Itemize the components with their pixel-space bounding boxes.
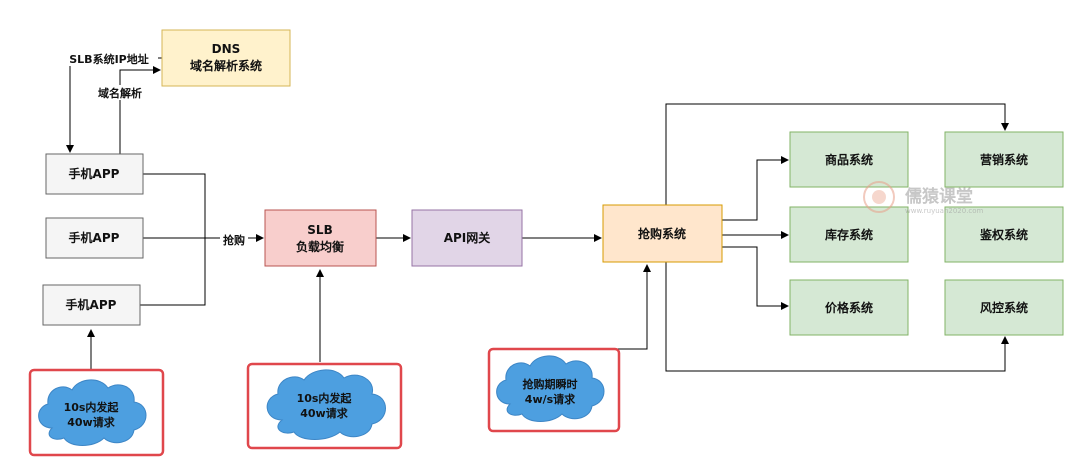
node-dns: DNS 域名解析系统 (161, 29, 291, 87)
node-auth: 鉴权系统 (944, 206, 1064, 263)
watermark-url: www.ruyuan2020.com (905, 207, 984, 215)
label-flash-buy: 抢购 (223, 233, 245, 247)
highlight-frame-2 (246, 362, 403, 450)
slb-subtitle: 负载均衡 (296, 239, 344, 254)
label-slb-ip: SLB系统IP地址 (69, 52, 148, 66)
watermark-logo-icon (863, 181, 895, 213)
label-domain-resolve: 域名解析 (98, 86, 142, 100)
marketing-label: 营销系统 (980, 152, 1028, 167)
cloud-group-2: 10s内发起 40w请求 (246, 362, 403, 450)
edges (66, 57, 1009, 372)
watermark-name: 儒猿课堂 (905, 186, 973, 207)
node-stock: 库存系统 (789, 206, 909, 263)
cloud-1-line2: 40w请求 (67, 415, 115, 429)
edge-flash-to-price (722, 246, 789, 310)
highlight-frame-3 (487, 347, 621, 433)
phone-2-label: 手机APP (69, 230, 120, 245)
node-goods: 商品系统 (789, 131, 909, 188)
auth-label: 鉴权系统 (979, 227, 1028, 242)
dns-subtitle: 域名解析系统 (190, 58, 262, 73)
node-api-gateway: API网关 (411, 209, 523, 267)
cloud-2-line1: 10s内发起 (297, 391, 353, 405)
cloud-shape-2 (266, 369, 386, 440)
cloud-group-3: 抢购期瞬时 4w/s请求 (487, 347, 621, 433)
price-label: 价格系统 (825, 300, 873, 315)
cloud-3-line2: 4w/s请求 (525, 392, 576, 406)
cloud-shape-1 (38, 379, 147, 446)
edge-phone1-to-slb (143, 173, 206, 238)
node-slb: SLB 负载均衡 (264, 209, 377, 267)
node-marketing: 营销系统 (944, 131, 1064, 188)
cloud-group-1: 10s内发起 40w请求 (28, 368, 165, 457)
flash-sale-label: 抢购系统 (638, 226, 686, 241)
api-gateway-label: API网关 (444, 230, 491, 245)
edge-dns-to-phone (66, 57, 162, 153)
dns-title: DNS (212, 42, 241, 56)
cloud-3-line1: 抢购期瞬时 (523, 377, 578, 391)
cloud-1-line1: 10s内发起 (64, 400, 120, 414)
node-price: 价格系统 (789, 279, 909, 336)
node-flash-sale: 抢购系统 (602, 204, 723, 263)
watermark: 儒猿课堂 www.ruyuan2020.com (863, 181, 984, 215)
cloud-2-line2: 40w请求 (300, 406, 348, 420)
phone-3-label: 手机APP (66, 297, 117, 312)
phone-1-label: 手机APP (69, 166, 120, 181)
edge-cloud3-to-flash (565, 264, 651, 350)
edge-flash-to-marketing (665, 103, 1009, 205)
edge-flash-to-goods (722, 156, 789, 221)
highlight-frame-1 (28, 368, 165, 457)
node-risk: 风控系统 (944, 279, 1064, 336)
risk-label: 风控系统 (980, 300, 1028, 315)
stock-label: 库存系统 (825, 227, 873, 242)
node-phone-3: 手机APP (42, 284, 141, 326)
node-phone-2: 手机APP (45, 217, 144, 259)
cloud-shape-3 (496, 355, 605, 422)
edge-flash-to-risk (665, 262, 1009, 372)
edge-phone3-to-slb (140, 238, 206, 306)
slb-title: SLB (307, 223, 332, 237)
goods-label: 商品系统 (825, 152, 873, 167)
edge-labels: SLB系统IP地址 域名解析 抢购 (60, 51, 248, 247)
edge-phone-to-dns (119, 66, 161, 154)
node-phone-1: 手机APP (45, 153, 144, 195)
